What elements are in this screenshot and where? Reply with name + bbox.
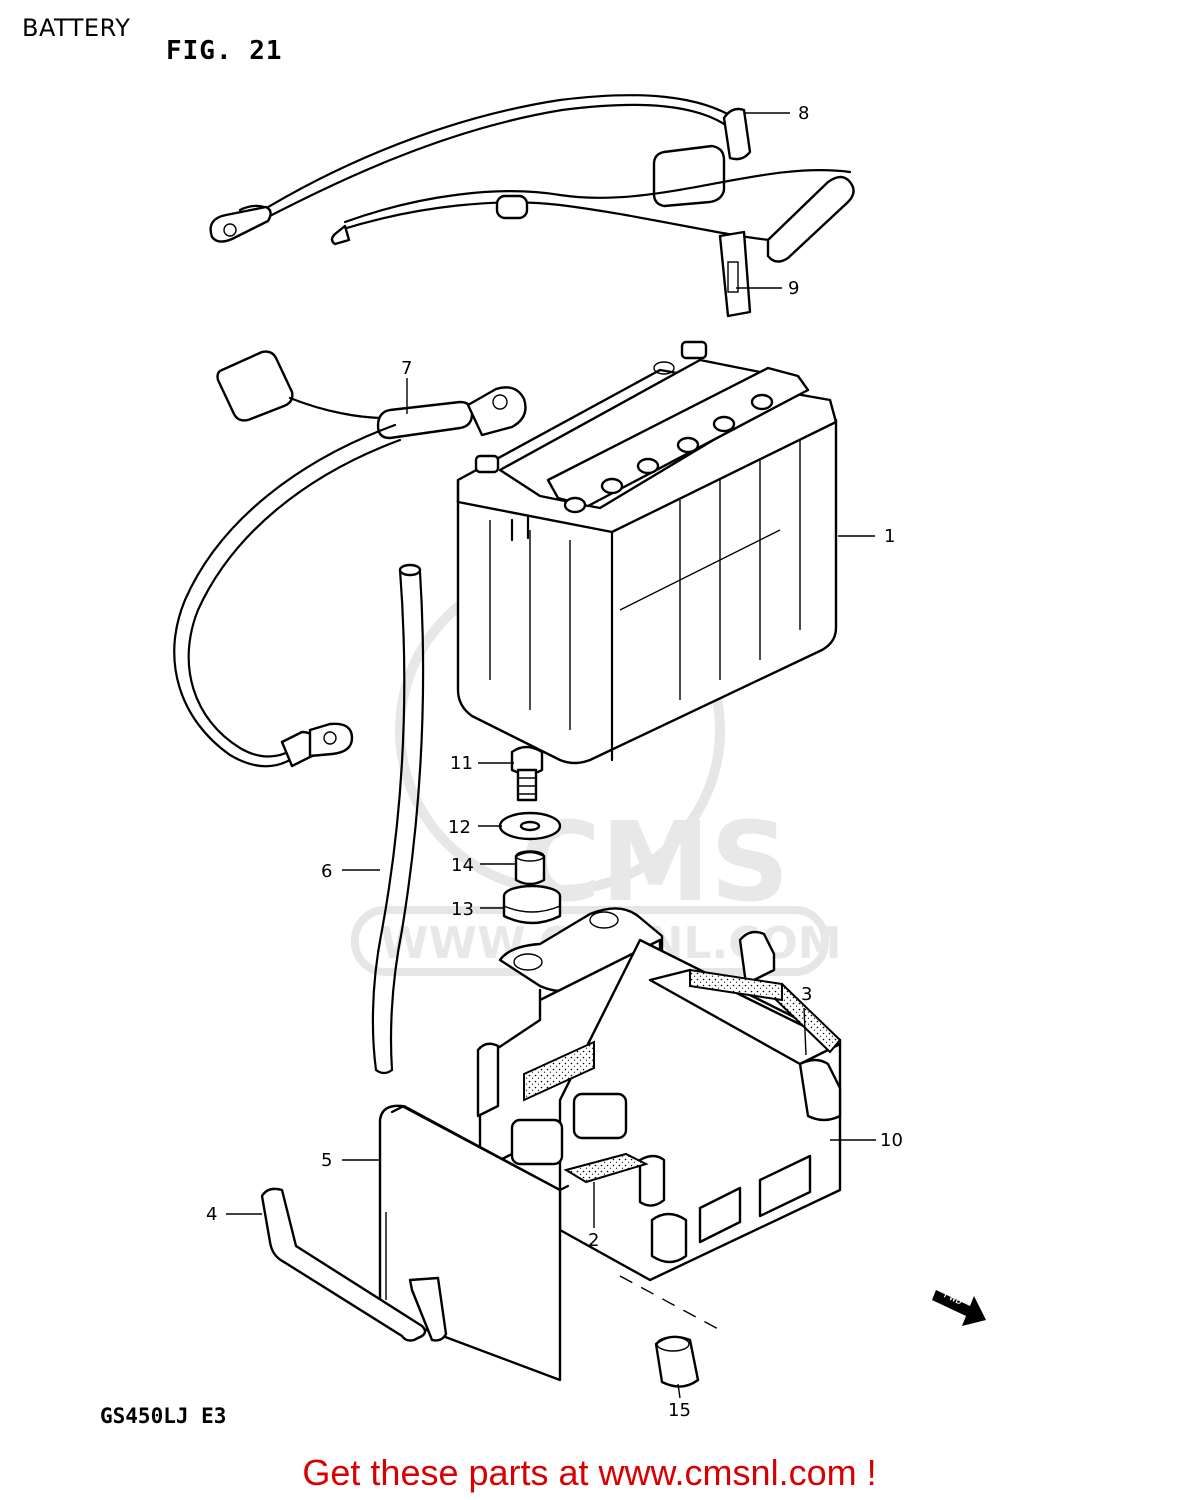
- page-title: BATTERY: [22, 14, 131, 42]
- part-9-fuse-holder: [330, 169, 855, 318]
- fwd-direction-badge: FWD: [932, 1288, 986, 1326]
- callouts: 1 2 3 4 5 6 7 8 9 10 11 12 13 14 15: [206, 103, 903, 1421]
- callout-8: 8: [798, 103, 809, 124]
- callout-11: 11: [450, 753, 473, 774]
- callout-9: 9: [788, 278, 799, 299]
- part-11-bolt: [510, 745, 544, 802]
- callout-5: 5: [321, 1150, 332, 1171]
- part-12-washer: [498, 811, 562, 841]
- battery-cell-caps: [563, 393, 774, 514]
- callout-3: 3: [801, 984, 812, 1005]
- callout-15: 15: [668, 1400, 691, 1421]
- callout-7: 7: [401, 358, 412, 379]
- part-8-battery-cable: [209, 94, 752, 243]
- footer-parts-link[interactable]: Get these parts at www.cmsnl.com !: [302, 1452, 877, 1493]
- part-6-breather-tube: [371, 563, 425, 1075]
- part-13-grommet: [502, 884, 562, 925]
- callout-10: 10: [880, 1130, 903, 1151]
- part-15-collar: [619, 1275, 721, 1388]
- part-14-collar: [514, 850, 546, 886]
- callout-1: 1: [884, 526, 895, 547]
- callout-2: 2: [588, 1230, 599, 1251]
- part-1-battery: [456, 340, 838, 765]
- part-4-strap: [260, 1187, 448, 1342]
- part-2-cushion: [523, 1040, 649, 1184]
- figure-label: FIG. 21: [166, 36, 283, 66]
- callout-13: 13: [451, 899, 474, 920]
- callout-12: 12: [448, 817, 471, 838]
- part-7-ground-lead: [173, 350, 527, 768]
- callout-6: 6: [321, 861, 332, 882]
- watermark-brand: CMS: [520, 798, 789, 926]
- model-code: GS450LJ E3: [100, 1404, 227, 1428]
- callout-14: 14: [451, 855, 474, 876]
- callout-4: 4: [206, 1204, 217, 1225]
